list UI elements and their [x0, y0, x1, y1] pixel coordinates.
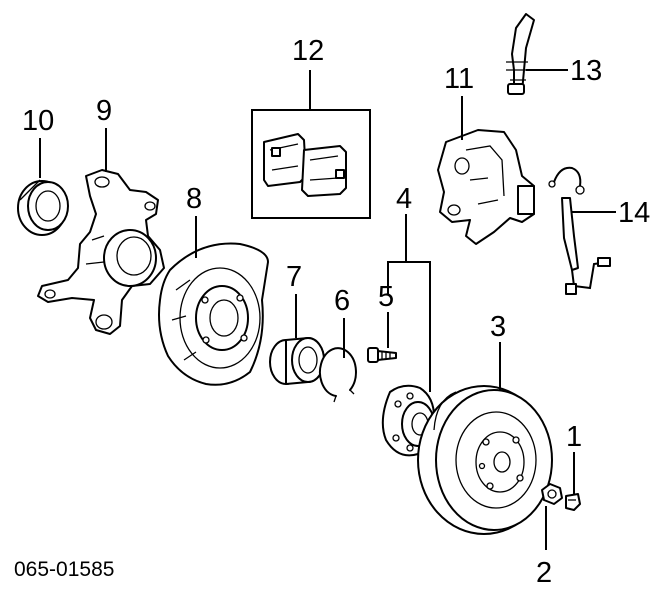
wheel-bearing-part[interactable]	[269, 337, 325, 385]
dust-cover-part[interactable]	[158, 242, 269, 386]
leader-bracket-4	[387, 261, 431, 392]
callout-2[interactable]: 2	[536, 557, 552, 589]
bolt-part[interactable]	[565, 493, 581, 511]
callout-11[interactable]: 11	[444, 63, 474, 95]
brake-disc-part[interactable]	[417, 385, 553, 535]
oil-seal-part[interactable]	[17, 179, 69, 236]
callout-13[interactable]: 13	[570, 55, 602, 87]
callout-6[interactable]: 6	[334, 285, 350, 317]
hub-bolt-part[interactable]	[367, 347, 397, 363]
brake-hose-part[interactable]	[506, 13, 535, 95]
callout-9[interactable]: 9	[96, 95, 112, 127]
callout-14[interactable]: 14	[618, 197, 650, 229]
callout-4[interactable]: 4	[396, 183, 412, 215]
callout-7[interactable]: 7	[286, 261, 302, 293]
pad-wear-sensor-part[interactable]	[548, 166, 611, 295]
callout-8[interactable]: 8	[186, 183, 202, 215]
brake-pad-kit-part[interactable]	[263, 133, 347, 197]
callout-12[interactable]: 12	[292, 35, 324, 67]
snap-ring-part[interactable]	[319, 347, 357, 403]
reference-code: 065-01585	[14, 558, 114, 581]
brake-caliper-part[interactable]	[437, 129, 535, 245]
hub-nut-part[interactable]	[541, 483, 563, 505]
steering-knuckle-part[interactable]	[37, 169, 165, 335]
callout-1[interactable]: 1	[566, 421, 582, 453]
callout-3[interactable]: 3	[490, 311, 506, 343]
callout-5[interactable]: 5	[378, 281, 394, 313]
callout-10[interactable]: 10	[22, 105, 54, 137]
